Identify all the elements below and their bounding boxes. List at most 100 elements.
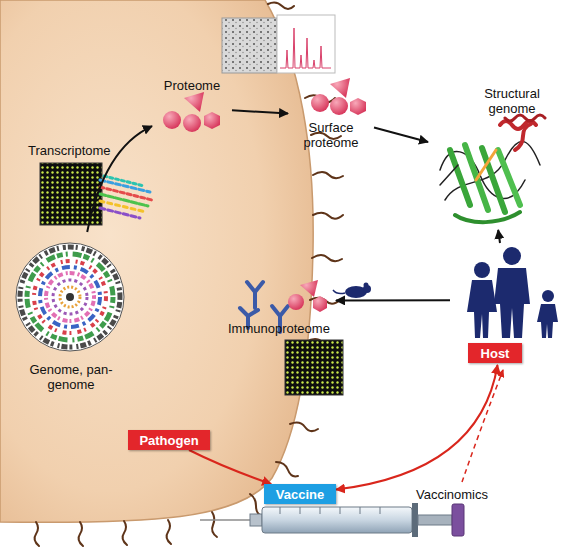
label-node: Immunoproteome (228, 278, 336, 396)
flow-arrow (336, 299, 450, 301)
mass-spectrum (280, 28, 331, 68)
flow-arrow (232, 110, 288, 113)
flow-arrow (189, 450, 271, 484)
annotation-label: Vaccinomics (416, 487, 488, 502)
antigen-shapes (288, 294, 304, 310)
mouse (333, 283, 371, 299)
antigen-shapes (300, 280, 318, 297)
people (503, 247, 521, 265)
node-label: Proteome (152, 78, 232, 93)
protein-structure (440, 165, 458, 185)
mouse (333, 290, 345, 294)
host-box: Host (468, 343, 522, 363)
protein-shapes (183, 114, 201, 132)
flow-arrow (374, 128, 428, 142)
people (537, 304, 558, 338)
syringe (200, 503, 464, 537)
protein-structure (498, 150, 520, 205)
node-label: Immunoproteome (228, 321, 330, 336)
protein-structure (476, 150, 496, 180)
node-label: Genome, pan-genome (26, 362, 116, 392)
protein-shapes (163, 92, 220, 132)
flow-arrow (87, 126, 152, 232)
label-node: Structural genome (428, 86, 548, 230)
cell-hair (79, 522, 83, 546)
protein-structure (515, 124, 531, 150)
syringe (280, 507, 281, 514)
cell-hair (212, 512, 217, 537)
protein-structure (455, 212, 520, 222)
node-label: Surface proteome (288, 120, 374, 150)
microarray (285, 340, 343, 395)
flow-arrow (498, 230, 500, 243)
transcript-strands (100, 208, 140, 218)
genome-map (53, 280, 87, 314)
cell-hair (167, 520, 171, 544)
syringe (300, 507, 301, 514)
people (467, 247, 558, 338)
antigen-shapes (313, 296, 327, 312)
cell-body (0, 0, 313, 522)
protein-shapes (311, 78, 366, 115)
process-box: Vaccine (264, 484, 336, 504)
syringe (412, 503, 418, 537)
syringe (418, 515, 452, 525)
mass-spectrum (277, 15, 335, 73)
mass-spectrum (277, 15, 335, 73)
transcript-strands (104, 176, 144, 186)
genome-map (40, 267, 100, 327)
syringe (250, 514, 262, 526)
cell-hair (35, 522, 39, 546)
cell-body (0, 0, 313, 522)
antigen-shapes (288, 280, 327, 312)
syringe (360, 507, 361, 514)
people (474, 262, 490, 278)
genome-map (20, 247, 120, 347)
syringe (340, 507, 341, 514)
gel-image (222, 18, 277, 73)
process-box: Pathogen (128, 430, 210, 450)
people (494, 268, 530, 338)
genome-map (34, 261, 106, 333)
syringe (380, 507, 381, 514)
cell-hair (290, 423, 318, 432)
microarray (40, 163, 102, 225)
protein-shapes (330, 97, 348, 115)
people (467, 280, 497, 338)
label-node: Genome, pan-genome (12, 232, 130, 394)
box-text: Pathogen (139, 433, 198, 448)
cell-hair (276, 462, 298, 476)
cell-hair (250, 494, 262, 516)
protein-shapes (204, 112, 220, 129)
protein-shapes (350, 98, 366, 115)
label-node: Surface proteome (288, 76, 374, 156)
dashed-arrow (462, 370, 503, 482)
syringe (452, 504, 464, 536)
label-node: Proteome (152, 78, 232, 138)
annotation-label: Transcriptome (28, 143, 111, 158)
antibody (247, 282, 263, 308)
genome-map (16, 243, 124, 351)
node-label: Structural genome (476, 86, 548, 116)
transcript-strands (100, 187, 152, 200)
syringe (320, 507, 321, 514)
protein-structure (440, 115, 545, 222)
box-text: Vaccine (276, 487, 324, 502)
transcript-strands (100, 176, 152, 218)
people (542, 290, 554, 302)
genome-map (27, 254, 113, 340)
mouse (364, 283, 369, 288)
protein-shapes (311, 94, 329, 112)
syringe (280, 507, 380, 514)
cell-hair (268, 2, 294, 9)
dashed-arrow (462, 370, 503, 482)
syringe (200, 519, 252, 521)
gel-image (222, 18, 277, 73)
cell-hair (312, 255, 342, 261)
label-node: Host (450, 243, 565, 365)
protein-shapes (330, 78, 350, 98)
genome-map (16, 243, 124, 351)
